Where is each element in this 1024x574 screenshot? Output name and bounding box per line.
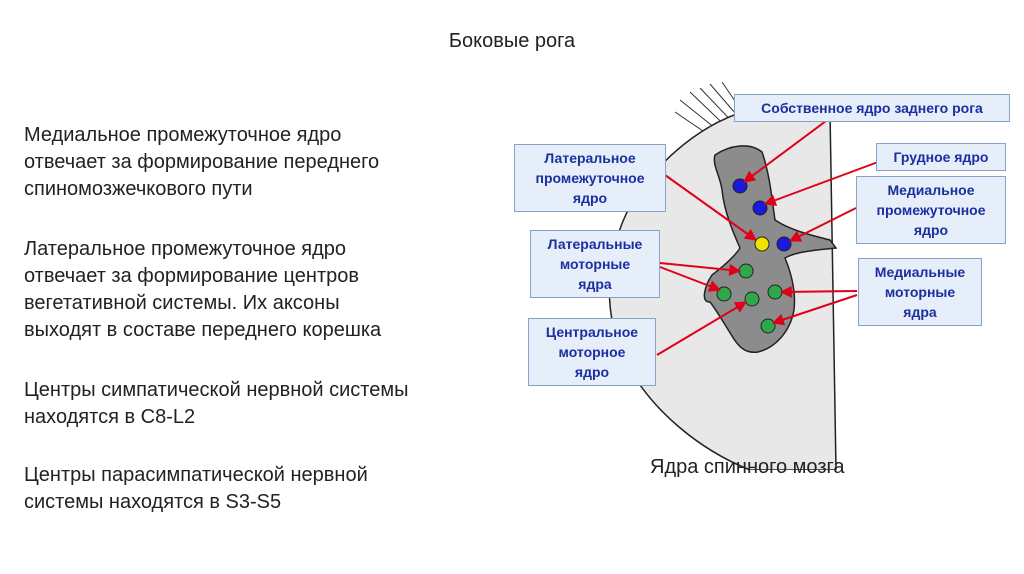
page-title: Боковые рога bbox=[448, 30, 576, 52]
spinal-cord-diagram: Собственное ядро заднего рога Грудное яд… bbox=[500, 70, 1024, 471]
thoracic-nucleus-dot bbox=[752, 200, 768, 216]
label-lateral-motor: Латеральные моторные ядра bbox=[530, 230, 660, 298]
label-medial-intermediate: Медиальное промежуточное ядро bbox=[856, 176, 1006, 244]
motor-nucleus-dot bbox=[767, 284, 783, 300]
paragraph-parasympathetic: Центры парасимпатической нервной системы… bbox=[24, 464, 368, 513]
label-lateral-intermediate: Латеральное промежуточное ядро bbox=[514, 144, 666, 212]
label-central-motor: Центральное моторное ядро bbox=[528, 318, 656, 386]
motor-nucleus-dot bbox=[744, 291, 760, 307]
diagram-caption: Ядра спинного мозга bbox=[650, 456, 845, 478]
label-own-nucleus: Собственное ядро заднего рога bbox=[734, 94, 1010, 122]
gray-matter bbox=[703, 145, 838, 354]
label-thoracic-nucleus: Грудное ядро bbox=[876, 143, 1006, 171]
motor-nucleus-dot bbox=[760, 318, 776, 334]
motor-nucleus-dot bbox=[738, 263, 754, 279]
paragraph-sympathetic: Центры симпатической нервной системы нах… bbox=[24, 379, 409, 428]
label-medial-motor: Медиальные моторные ядра bbox=[858, 258, 982, 326]
pointer-arrows bbox=[656, 117, 879, 356]
paragraph-medial-intermediate: Медиальное промежуточное ядро отвечает з… bbox=[24, 124, 380, 200]
medial-intermediate-dot bbox=[776, 236, 792, 252]
paragraph-lateral-intermediate: Латеральное промежуточное ядро отвечает … bbox=[24, 238, 382, 341]
lateral-intermediate-dot bbox=[754, 236, 770, 252]
spinal-cord-illustration bbox=[608, 81, 879, 471]
